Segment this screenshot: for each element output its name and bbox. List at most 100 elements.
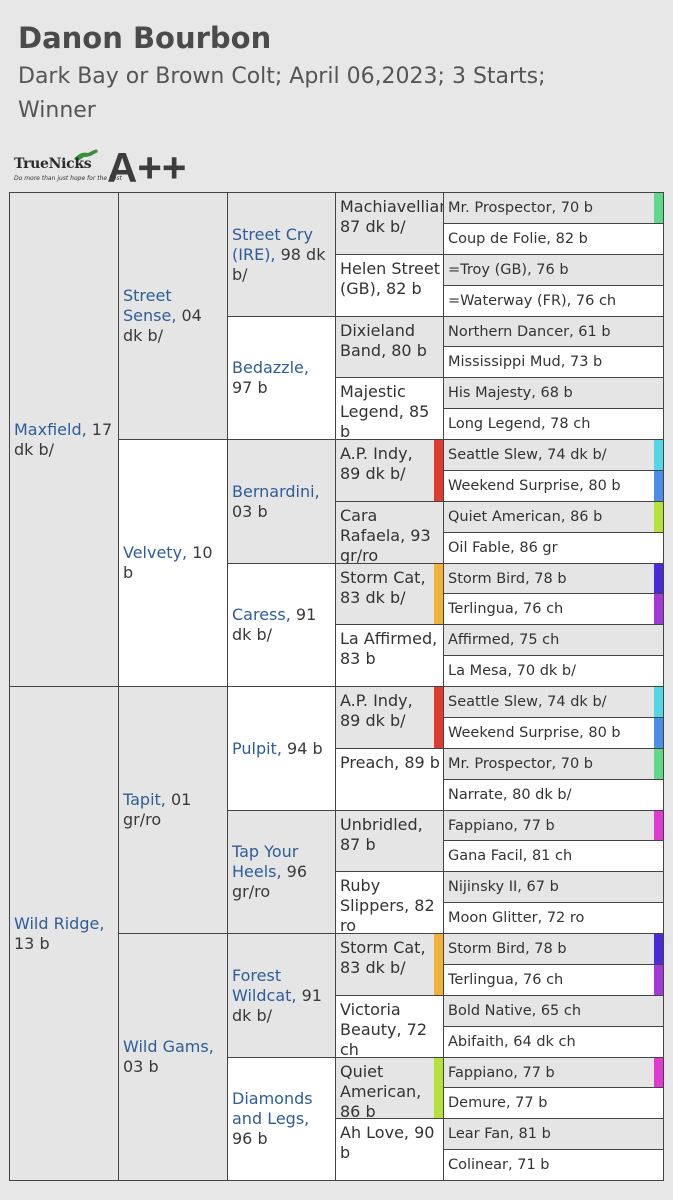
ancestor-name-link[interactable]: Caress, bbox=[232, 605, 291, 624]
ancestor-cell: Fappiano, 77 b bbox=[443, 810, 664, 841]
ancestor-info: 91 dk b/ bbox=[232, 985, 322, 1025]
horse-details-line-1: Dark Bay or Brown Colt; April 06,2023; 3… bbox=[18, 64, 546, 89]
ancestor-text: A.P. Indy, 89 dk b/ bbox=[340, 691, 413, 730]
ancestor-name-link[interactable]: Maxfield, bbox=[14, 419, 87, 439]
ancestor-info: 94 b bbox=[281, 738, 323, 758]
ancestor-cell: Lear Fan, 81 b bbox=[443, 1118, 664, 1150]
ancestor-text: Mr. Prospector, 70 b bbox=[448, 756, 594, 772]
ancestor-name-link[interactable]: Bernardini, bbox=[232, 481, 320, 501]
inbreeding-color-marker bbox=[654, 502, 663, 532]
ancestor-cell: Ruby Slippers, 82 ro bbox=[335, 871, 444, 935]
ancestor-cell: Machiavellian, 87 dk b/ bbox=[335, 192, 454, 255]
ancestor-text: Weekend Surprise, 80 b bbox=[448, 725, 621, 741]
ancestor-cell: Weekend Surprise, 80 b bbox=[443, 470, 664, 502]
ancestor-text: Oil Fable, 86 gr bbox=[448, 540, 558, 556]
ancestor-name-link[interactable]: Wild Gams, bbox=[123, 1037, 214, 1056]
inbreeding-color-marker bbox=[654, 564, 663, 593]
ancestor-text: Mr. Prospector, 70 b bbox=[448, 200, 594, 216]
pedigree-parent-cell: Diamonds and Legs, 96 b bbox=[227, 1057, 336, 1181]
truenicks-logo: TrueNicks Do more than just hope for the… bbox=[12, 148, 122, 188]
pedigree-parent-cell: Wild Gams, 03 b bbox=[118, 933, 228, 1181]
inbreeding-color-marker bbox=[434, 1058, 443, 1118]
ancestor-cell: Dixieland Band, 80 b bbox=[335, 316, 444, 378]
ancestor-name-link[interactable]: Tap Your Heels, bbox=[232, 842, 299, 881]
ancestor-entry: Bedazzle, 97 b bbox=[232, 358, 333, 398]
ancestor-text: Terlingua, 76 ch bbox=[448, 972, 564, 988]
inbreeding-color-marker bbox=[654, 934, 663, 964]
ancestor-text: Demure, 77 b bbox=[448, 1095, 548, 1111]
pedigree-parent-cell: Bedazzle, 97 b bbox=[227, 316, 336, 440]
pedigree-parent-cell: Forest Wildcat, 91 dk b/ bbox=[227, 933, 336, 1058]
ancestor-text: Ah Love, 90 b bbox=[340, 1123, 435, 1162]
ancestor-text: Helen Street (GB), 82 b bbox=[340, 259, 441, 298]
ancestor-name-link[interactable]: Forest Wildcat, bbox=[232, 965, 297, 1005]
ancestor-cell: Colinear, 71 b bbox=[443, 1149, 664, 1181]
ancestor-text: La Mesa, 70 dk b/ bbox=[448, 663, 577, 679]
ancestor-info: 10 b bbox=[123, 543, 213, 582]
horse-header: Danon Bourbon Dark Bay or Brown Colt; Ap… bbox=[18, 18, 658, 128]
ancestor-entry: Street Cry (IRE), 98 dk b/ bbox=[232, 225, 333, 285]
ancestor-info: 17 dk b/ bbox=[14, 419, 113, 459]
ancestor-cell: A.P. Indy, 89 dk b/ bbox=[335, 686, 444, 749]
ancestor-cell: Seattle Slew, 74 dk b/ bbox=[443, 439, 664, 471]
ancestor-cell: Abifaith, 64 dk ch bbox=[443, 1026, 664, 1058]
ancestor-text: Preach, 89 b bbox=[340, 753, 440, 772]
ancestor-info: 04 dk b/ bbox=[123, 306, 202, 345]
inbreeding-color-marker bbox=[654, 440, 663, 470]
ancestor-cell: Coup de Folie, 82 b bbox=[443, 223, 664, 255]
ancestor-text: Narrate, 80 dk b/ bbox=[448, 787, 572, 803]
inbreeding-color-marker bbox=[654, 718, 663, 748]
ancestor-name-link[interactable]: Bedazzle, bbox=[232, 358, 309, 377]
ancestor-entry: Velvety, 10 b bbox=[123, 543, 225, 583]
ancestor-name-link[interactable]: Street Cry (IRE), bbox=[232, 224, 313, 264]
ancestor-cell: A.P. Indy, 89 dk b/ bbox=[335, 439, 444, 502]
ancestor-text: =Troy (GB), 76 b bbox=[448, 262, 569, 278]
ancestor-cell: La Mesa, 70 dk b/ bbox=[443, 655, 664, 687]
ancestor-text: Ruby Slippers, 82 ro bbox=[340, 876, 435, 935]
ancestor-name-link[interactable]: Pulpit, bbox=[232, 738, 282, 758]
ancestor-text: A.P. Indy, 89 dk b/ bbox=[340, 444, 413, 483]
ancestor-text: Bold Native, 65 ch bbox=[448, 1003, 582, 1019]
ancestor-name-link[interactable]: Wild Ridge, bbox=[14, 913, 105, 933]
ancestor-text: Affirmed, 75 ch bbox=[448, 632, 560, 648]
ancestor-cell: Mississippi Mud, 73 b bbox=[443, 346, 664, 378]
ancestor-cell: Demure, 77 b bbox=[443, 1087, 664, 1119]
ancestor-text: Quiet American, 86 b bbox=[340, 1062, 422, 1121]
ancestor-text: Storm Bird, 78 b bbox=[448, 571, 567, 587]
ancestor-text: Cara Rafaela, 93 gr/ro bbox=[340, 506, 431, 565]
inbreeding-color-marker bbox=[434, 934, 443, 995]
ancestor-text: Fappiano, 77 b bbox=[448, 818, 555, 834]
logo-tagline: Do more than just hope for the best bbox=[14, 175, 122, 182]
ancestor-entry: Street Sense, 04 dk b/ bbox=[123, 286, 225, 346]
ancestor-name-link[interactable]: Tapit, bbox=[123, 790, 166, 809]
inbreeding-color-marker bbox=[434, 564, 443, 624]
ancestor-text: Dixieland Band, 80 b bbox=[340, 321, 427, 360]
inbreeding-color-marker bbox=[654, 471, 663, 501]
ancestor-text: Storm Cat, 83 dk b/ bbox=[340, 938, 426, 977]
ancestor-name-link[interactable]: Diamonds and Legs, bbox=[232, 1089, 313, 1128]
ancestor-name-link[interactable]: Street Sense, bbox=[123, 286, 177, 325]
ancestor-cell: Ah Love, 90 b bbox=[335, 1118, 444, 1181]
inbreeding-color-marker bbox=[434, 440, 443, 501]
ancestor-cell: Fappiano, 77 b bbox=[443, 1057, 664, 1088]
pedigree-parent-cell: Caress, 91 dk b/ bbox=[227, 563, 336, 687]
ancestor-cell: Preach, 89 b bbox=[335, 748, 444, 811]
pedigree-parent-cell: Wild Ridge, 13 b bbox=[9, 686, 119, 1181]
inbreeding-color-marker bbox=[654, 193, 663, 223]
ancestor-entry: Caress, 91 dk b/ bbox=[232, 605, 333, 645]
ancestor-entry: Diamonds and Legs, 96 b bbox=[232, 1089, 333, 1149]
ancestor-entry: Pulpit, 94 b bbox=[232, 739, 333, 759]
ancestor-text: Terlingua, 76 ch bbox=[448, 601, 564, 617]
ancestor-cell: La Affirmed, 83 b bbox=[335, 624, 444, 687]
ancestor-entry: Maxfield, 17 dk b/ bbox=[14, 420, 116, 460]
ancestor-cell: Storm Cat, 83 dk b/ bbox=[335, 933, 444, 996]
ancestor-cell: Quiet American, 86 b bbox=[335, 1057, 444, 1121]
ancestor-text: Mississippi Mud, 73 b bbox=[448, 354, 603, 370]
ancestor-cell: Storm Bird, 78 b bbox=[443, 933, 664, 965]
logo-wordmark: TrueNicks bbox=[14, 156, 92, 172]
nick-rating-grade: A++ bbox=[107, 144, 187, 191]
ancestor-text: La Affirmed, 83 b bbox=[340, 629, 438, 668]
ancestor-entry: Wild Ridge, 13 b bbox=[14, 914, 116, 954]
ancestor-name-link[interactable]: Velvety, bbox=[123, 543, 188, 562]
ancestor-cell: =Troy (GB), 76 b bbox=[443, 254, 664, 286]
